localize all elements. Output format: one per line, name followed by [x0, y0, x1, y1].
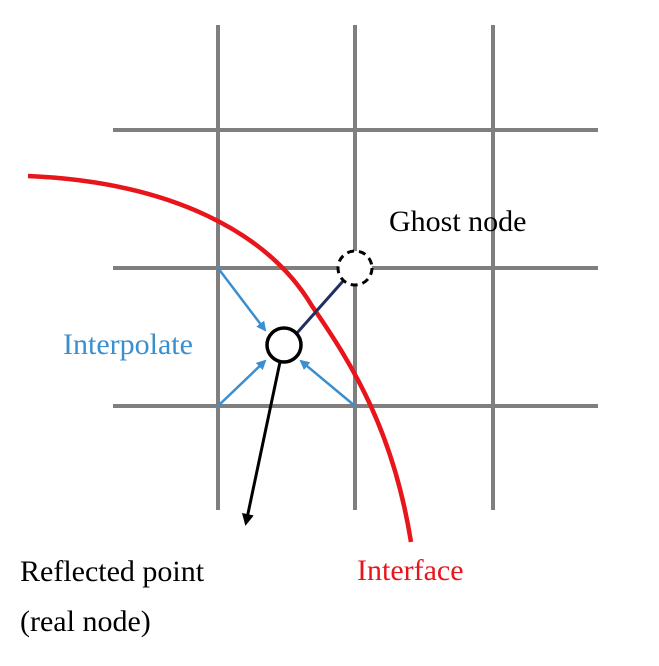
reflected-point-label: Reflected point: [20, 555, 205, 588]
ghost-link-line: [295, 279, 346, 334]
interpolate-arrow-bottom-left: [217, 359, 267, 407]
interpolate-arrows: [217, 267, 356, 407]
interpolate-arrow-bottom-right: [299, 359, 356, 407]
reflected-point-arrow: [241, 361, 282, 526]
interpolate-arrow-top-left: [217, 267, 267, 332]
ghost-node-label: Ghost node: [389, 205, 527, 238]
ghost-node-circle: [336, 249, 374, 287]
interface-curve: [27, 173, 414, 543]
reflected-point-circle: [265, 326, 303, 364]
real-node-label: (real node): [20, 605, 151, 638]
interpolate-label: Interpolate: [63, 328, 193, 361]
interface-label: Interface: [357, 554, 464, 587]
